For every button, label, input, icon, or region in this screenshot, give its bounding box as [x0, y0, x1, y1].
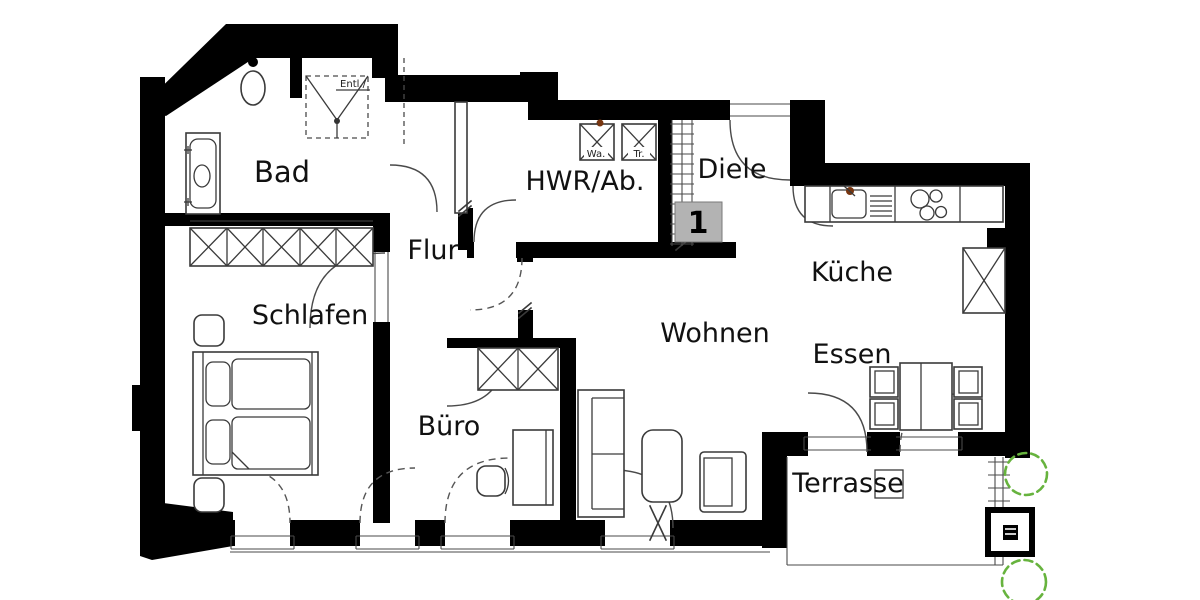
essen-terrace-door-arc — [807, 392, 868, 453]
windows — [230, 103, 963, 553]
dryer-icon — [621, 123, 657, 161]
room-label-bad: Bad — [254, 155, 310, 189]
kitchen-fixtures — [804, 185, 1006, 314]
hwr-appliances — [579, 119, 657, 161]
interior-walls — [165, 56, 736, 523]
dining-chair-icon — [953, 366, 983, 398]
window-essen-terrassentueren — [803, 436, 963, 451]
room-label-wohnen: Wohnen — [660, 318, 770, 349]
window-wohnen-terrassentuer — [600, 535, 675, 550]
wardrobe-icon — [189, 220, 374, 267]
schlafen-door-frame — [374, 252, 389, 322]
buero-french-door-arc — [444, 457, 511, 524]
terrace — [786, 451, 1049, 600]
dining-chair-icon — [953, 398, 983, 430]
office-furniture — [476, 347, 559, 506]
annotation-entlueftung: Entl./ — [340, 79, 367, 90]
room-label-essen: Essen — [813, 339, 892, 370]
annotation-trockner: Tr. — [632, 149, 644, 160]
window-buero — [440, 535, 515, 550]
room-label-schlafen: Schlafen — [252, 300, 368, 331]
kitchen-sink-icon — [831, 185, 892, 219]
dining-table-icon — [899, 362, 953, 431]
desk-icon — [512, 429, 554, 506]
door-cross-mark — [648, 504, 668, 542]
shrub-icon — [1000, 558, 1048, 600]
living-room-furniture — [577, 389, 747, 518]
bad-door-arc — [389, 164, 438, 213]
nightstand-icon — [193, 477, 225, 513]
kueche-door-arc — [792, 185, 834, 227]
entrance-threshold — [730, 103, 790, 117]
room-label-terrasse: Terrasse — [791, 468, 904, 499]
armchair-icon — [699, 451, 747, 513]
mid-french-door-arc — [359, 467, 416, 524]
stairwell: 1 — [670, 120, 723, 246]
unit-number-badge — [674, 201, 723, 243]
entrance-door-arc — [729, 119, 791, 181]
flur-wohnen-arc — [469, 257, 523, 311]
bedroom-furniture — [189, 220, 374, 513]
schlafen-french-door-arc — [234, 467, 291, 524]
sink-icon — [184, 132, 221, 215]
shrub-icon — [1003, 451, 1049, 497]
room-label-diele: Diele — [697, 154, 766, 185]
hwr-door-arc — [473, 199, 517, 243]
terrace-utility-box-icon — [985, 507, 1035, 557]
dining-furniture — [869, 362, 983, 431]
kitchen-counter — [804, 185, 1004, 223]
double-bed-icon — [192, 351, 319, 476]
annotation-waschmaschine: Wa. — [587, 149, 606, 160]
terrace-drain-icon — [874, 469, 904, 499]
tall-cabinet-icon — [962, 247, 1006, 314]
exterior-walls — [132, 24, 1030, 560]
dining-chair-icon — [869, 398, 899, 430]
room-label-kueche: Küche — [811, 257, 893, 288]
office-wardrobe-icon — [477, 347, 559, 391]
room-labels: Bad HWR/Ab. Diele Flur Küche Schlafen Wo… — [252, 79, 904, 499]
washing-machine-icon — [579, 119, 615, 161]
room-label-flur: Flur — [407, 235, 459, 266]
sofa-icon — [577, 389, 625, 518]
dining-chair-icon — [869, 366, 899, 398]
cooktop-icon — [910, 189, 948, 221]
unit-number: 1 — [688, 206, 709, 241]
room-label-hwr: HWR/Ab. — [525, 166, 644, 197]
desk-chair-icon — [476, 465, 510, 497]
room-label-buero: Büro — [418, 411, 481, 442]
nightstand-icon — [193, 314, 225, 347]
bathroom-fixtures — [184, 57, 405, 215]
coffee-table-icon — [641, 429, 683, 503]
window-schlafen — [230, 535, 295, 550]
shower-icon — [305, 75, 370, 139]
toilet-icon — [240, 57, 266, 106]
window-schlafen-buero — [355, 535, 420, 550]
